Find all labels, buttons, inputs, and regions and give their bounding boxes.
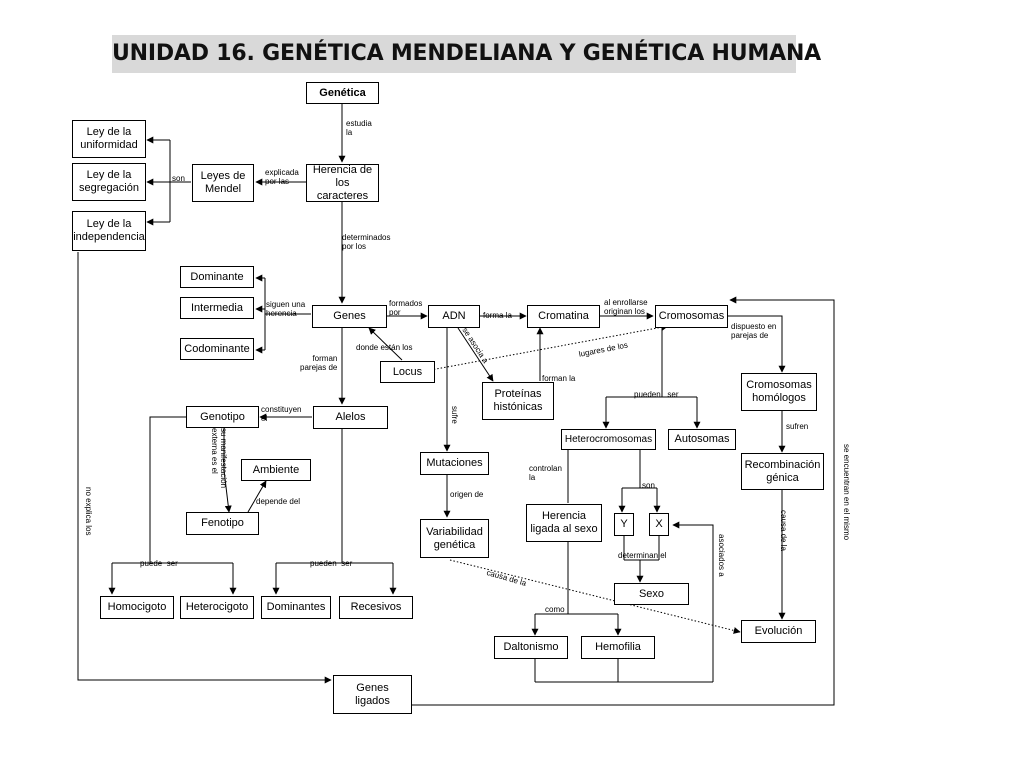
node-heterocigoto: Heterocigoto	[180, 596, 254, 619]
node-cromosoma-x: X	[649, 513, 669, 536]
node-daltonismo: Daltonismo	[494, 636, 568, 659]
node-codominante: Codominante	[180, 338, 254, 360]
label-determinan: determinan el	[618, 551, 667, 560]
node-fenotipo: Fenotipo	[186, 512, 259, 535]
node-homocigoto: Homocigoto	[100, 596, 174, 619]
node-recesivos: Recesivos	[339, 596, 413, 619]
label-pueden-ser-1: pueden ser	[634, 390, 679, 399]
node-intermedia: Intermedia	[180, 297, 254, 319]
node-genetica: Genética	[306, 82, 379, 104]
node-heterocromosomas: Heterocromosomas	[561, 429, 656, 450]
node-hemofilia: Hemofilia	[581, 636, 655, 659]
node-evolucion: Evolución	[741, 620, 816, 643]
label-causa-de-la-1: causa de la	[779, 510, 788, 551]
label-asociados: asociados a	[717, 534, 726, 577]
label-se-encuentran: se encuentran en el mismo	[842, 444, 851, 541]
node-cromosoma-y: Y	[614, 513, 634, 536]
node-genotipo: Genotipo	[186, 406, 259, 428]
label-depende: depende del	[256, 497, 301, 506]
label-sufre: sufre	[450, 406, 459, 424]
label-son-2: son	[642, 481, 655, 490]
label-como: como	[545, 605, 565, 614]
label-pueden-ser-2: puede ser	[140, 559, 178, 568]
label-no-explica: no explica los	[84, 487, 93, 536]
label-origen: origen de	[450, 490, 484, 499]
label-son: son	[172, 174, 185, 183]
node-locus: Locus	[380, 361, 435, 383]
node-adn: ADN	[428, 305, 480, 328]
node-cromosomas: Cromosomas	[655, 305, 728, 328]
node-genes: Genes	[312, 305, 387, 328]
node-autosomas: Autosomas	[668, 429, 736, 450]
node-dominante: Dominante	[180, 266, 254, 288]
node-alelos: Alelos	[313, 406, 388, 429]
node-ambiente: Ambiente	[241, 459, 311, 481]
node-cromatina: Cromatina	[527, 305, 600, 328]
label-sufren: sufren	[786, 422, 809, 431]
node-mutaciones: Mutaciones	[420, 452, 489, 475]
page-title: UNIDAD 16. GENÉTICA MENDELIANA Y GENÉTIC…	[112, 35, 821, 73]
node-dominantes: Dominantes	[261, 596, 331, 619]
label-pueden-ser-3: pueden ser	[310, 559, 353, 568]
node-sexo: Sexo	[614, 583, 689, 605]
label-donde: donde están los	[356, 343, 413, 352]
label-forman-la: forman la	[542, 374, 576, 383]
label-forma-la: forma la	[483, 311, 512, 320]
